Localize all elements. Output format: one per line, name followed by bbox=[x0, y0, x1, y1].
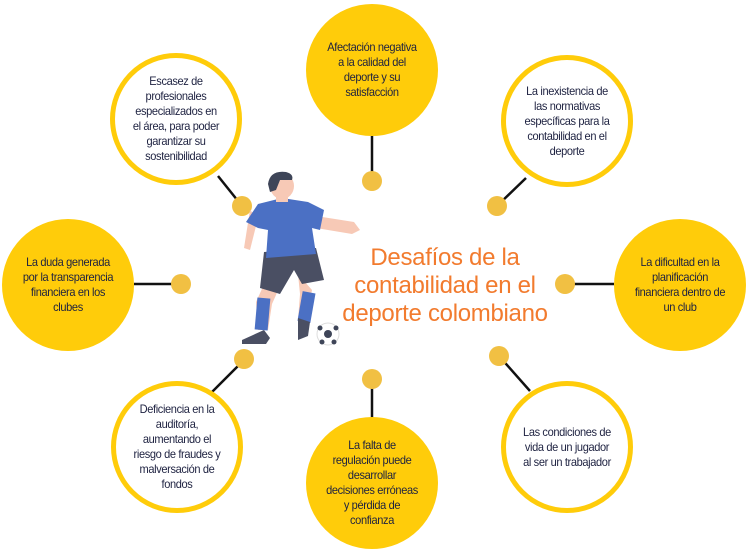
challenge-circle-top-right: La inexistencia de las normativas especí… bbox=[501, 55, 633, 187]
diagram-title: Desafíos de la contabilidad en el deport… bbox=[342, 244, 548, 327]
challenge-circle-bottom-right: Las condiciones de vida de un jugador al… bbox=[501, 381, 633, 513]
challenge-circle-bottom-left: Deficiencia en la auditoría, aumentando … bbox=[111, 381, 243, 513]
challenge-circle-left: La duda generada por la transparencia fi… bbox=[2, 219, 134, 351]
challenge-circle-top-left: Escasez de profesionales especializados … bbox=[110, 53, 242, 185]
connector-dot bbox=[234, 349, 254, 369]
connector-dot bbox=[232, 196, 252, 216]
connector-dot bbox=[487, 196, 507, 216]
connector-dot bbox=[362, 171, 382, 191]
connector-dot bbox=[171, 274, 191, 294]
challenge-circle-top: Afectación negativa a la calidad del dep… bbox=[306, 4, 438, 136]
connector-dot bbox=[489, 346, 509, 366]
challenge-circle-right: La dificultad en la planificación financ… bbox=[614, 219, 746, 351]
challenge-circle-bottom: La falta de regulación puede desarrollar… bbox=[306, 417, 438, 549]
connector-dot bbox=[362, 369, 382, 389]
connector-dot bbox=[555, 274, 575, 294]
soccer-player-illustration bbox=[242, 171, 360, 346]
soccer-ball-icon bbox=[316, 322, 340, 346]
